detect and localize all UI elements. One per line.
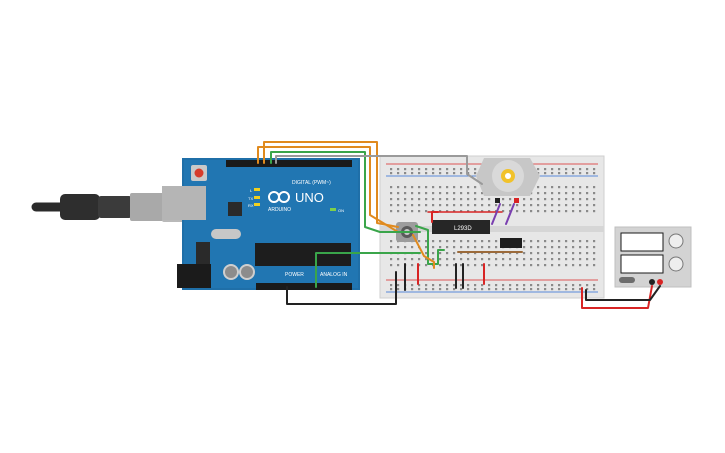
on-label: ON bbox=[338, 208, 344, 213]
arduino-brand: ARDUINO bbox=[268, 207, 291, 213]
current-knob-icon[interactable] bbox=[668, 256, 684, 272]
led-tx-label: TX bbox=[248, 196, 253, 201]
usb-jack bbox=[162, 186, 206, 220]
analog-label: ANALOG IN bbox=[320, 272, 348, 278]
power-switch[interactable] bbox=[619, 277, 635, 283]
wire-green-3[interactable] bbox=[315, 252, 421, 288]
l293d-chip[interactable]: L293D bbox=[432, 220, 490, 234]
voltage-display bbox=[620, 232, 664, 252]
wire-purple-1[interactable] bbox=[491, 203, 501, 225]
negative-terminal-icon[interactable] bbox=[649, 279, 655, 285]
led-l-label: L bbox=[250, 188, 253, 193]
analog-header[interactable] bbox=[256, 283, 352, 290]
wire-purple-2[interactable] bbox=[505, 203, 515, 225]
dc-motor[interactable] bbox=[476, 158, 540, 203]
wires[interactable] bbox=[257, 141, 661, 309]
wire-gray-motor[interactable] bbox=[275, 155, 483, 185]
positive-terminal-icon[interactable] bbox=[657, 279, 663, 285]
atmega-chip bbox=[255, 243, 351, 266]
wire-black-ps2[interactable] bbox=[597, 285, 661, 301]
digital-label: DIGITAL (PWM~) bbox=[292, 180, 331, 186]
power-label: POWER bbox=[285, 272, 304, 278]
led-rx-label: RX bbox=[248, 203, 254, 208]
wire-orange-1[interactable] bbox=[257, 146, 399, 233]
digital-header[interactable] bbox=[226, 160, 352, 167]
wire-orange-2[interactable] bbox=[263, 141, 399, 228]
chip-label: L293D bbox=[454, 226, 472, 232]
power-jack bbox=[177, 264, 211, 288]
wire-black-gnd[interactable] bbox=[286, 271, 397, 305]
voltage-knob-icon[interactable] bbox=[668, 233, 684, 249]
wire-black-ps[interactable] bbox=[585, 289, 599, 301]
wire-green-1[interactable] bbox=[270, 151, 421, 233]
power-supply[interactable] bbox=[614, 226, 692, 288]
arduino-uno-board[interactable]: UNO ARDUINO DIGITAL (PWM~) ANALOG IN POW… bbox=[162, 158, 360, 290]
wire-orange-3[interactable] bbox=[412, 234, 435, 269]
diode-component[interactable] bbox=[500, 238, 522, 248]
wire-red-ps[interactable] bbox=[581, 285, 653, 309]
uno-logo: UNO bbox=[295, 190, 324, 205]
current-display bbox=[620, 254, 664, 274]
